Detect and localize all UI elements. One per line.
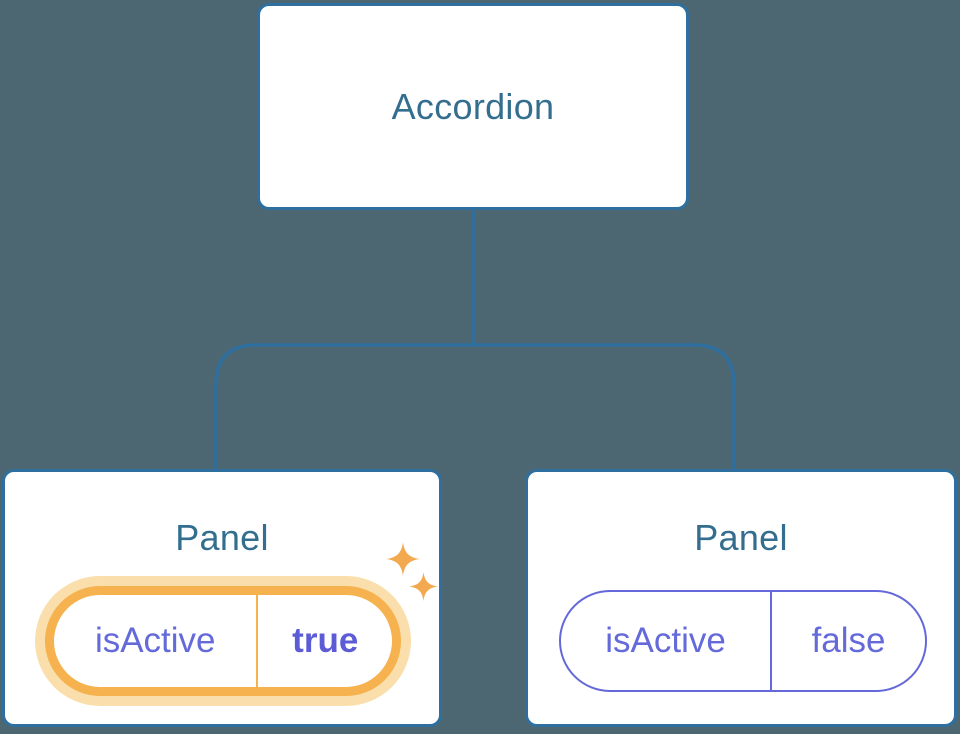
panel-node-label: Panel bbox=[694, 517, 788, 558]
state-value: false bbox=[811, 621, 886, 660]
accordion-node-label: Accordion bbox=[391, 85, 555, 127]
state-value: true bbox=[292, 621, 359, 660]
panel-component-node-active: Panel isActive true bbox=[2, 469, 442, 727]
state-name: isActive bbox=[54, 595, 259, 687]
state-pill-active: isActive true bbox=[45, 586, 401, 696]
accordion-component-node: Accordion bbox=[257, 3, 689, 210]
state-pill-inactive: isActive false bbox=[559, 590, 927, 692]
state-name: isActive bbox=[561, 592, 773, 690]
panel-component-node-inactive: Panel isActive false bbox=[525, 469, 957, 727]
connector-bracket bbox=[214, 343, 736, 471]
panel-node-label: Panel bbox=[175, 517, 269, 558]
